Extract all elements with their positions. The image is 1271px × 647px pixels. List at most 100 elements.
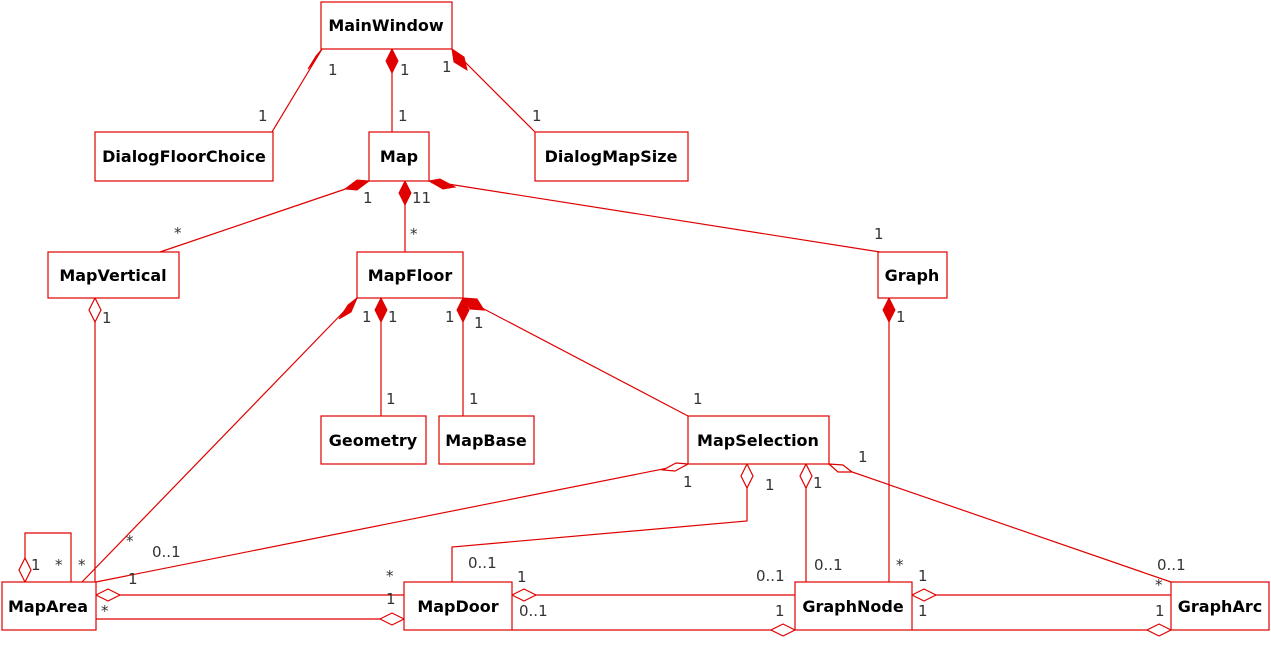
class-name: GraphNode <box>802 597 904 616</box>
multiplicity-label: 0..1 <box>756 567 785 585</box>
composition-diamond-icon <box>462 297 485 311</box>
aggregation-diamond-icon <box>660 462 691 472</box>
class-name: MapSelection <box>697 431 819 450</box>
multiplicity-label: 1 <box>386 390 396 408</box>
multiplicity-label: * <box>126 532 134 550</box>
multiplicity-label: 1 <box>328 61 338 79</box>
multiplicity-label: 1 <box>469 390 479 408</box>
multiplicity-label: 1 <box>102 309 112 327</box>
composition-diamond-icon <box>398 179 412 207</box>
class-name: GraphArc <box>1178 597 1262 616</box>
class-name: MapBase <box>445 431 527 450</box>
multiplicity-label: * <box>1155 576 1163 594</box>
edge-map-mapvertical <box>159 180 370 253</box>
multiplicity-label: 1 <box>31 556 41 574</box>
association-ends <box>18 47 1173 637</box>
class-name: Geometry <box>329 431 418 450</box>
class-name: MainWindow <box>328 16 444 35</box>
multiplicity-label: 1 <box>398 107 408 125</box>
class-name: MapArea <box>8 597 88 616</box>
class-grapharc[interactable]: GraphArc <box>1170 581 1270 631</box>
edge-mapfloor-mapselection <box>462 297 689 417</box>
multiplicity-label: 0..1 <box>468 554 497 572</box>
multiplicity-label: 0..1 <box>519 602 548 620</box>
multiplicity-label: 1 <box>442 58 452 76</box>
aggregation-diamond-icon <box>94 588 122 602</box>
multiplicity-label: 0..1 <box>814 556 843 574</box>
class-mapdoor[interactable]: MapDoor <box>403 581 513 631</box>
class-name: Map <box>380 147 418 166</box>
multiplicity-label: 1 <box>363 189 373 207</box>
multiplicity-label: * <box>101 602 109 620</box>
aggregation-diamond-icon <box>740 462 754 490</box>
composition-diamond-icon <box>882 296 896 324</box>
multiplicity-label: 1 <box>918 602 928 620</box>
multiplicity-label: 1 <box>400 61 410 79</box>
class-mapbase[interactable]: MapBase <box>438 415 535 465</box>
aggregation-diamond-icon <box>1145 623 1173 637</box>
multiplicity-label: 1 <box>128 570 138 588</box>
aggregation-diamond-icon <box>18 556 32 584</box>
aggregation-diamond-icon <box>88 296 102 324</box>
multiplicity-label: 1 <box>896 308 906 326</box>
aggregation-diamond-icon <box>769 623 797 637</box>
multiplicity-label: 0..1 <box>1157 556 1186 574</box>
aggregation-diamond-icon <box>378 612 406 626</box>
aggregation-diamond-icon <box>799 462 813 490</box>
multiplicity-label: 1 <box>362 308 372 326</box>
multiplicity-label: 1 <box>386 590 396 608</box>
multiplicity-label: 1 <box>532 107 542 125</box>
multiplicity-labels: 1 1 1 1 1 1 1 * 11 * 1 1 * 1 * 1 1 1 1 1… <box>31 58 1186 620</box>
composition-diamond-icon <box>427 178 457 190</box>
class-mapvertical[interactable]: MapVertical <box>47 251 180 299</box>
multiplicity-label: 11 <box>412 189 431 207</box>
class-graphnode[interactable]: GraphNode <box>794 581 913 631</box>
composition-diamond-icon <box>374 296 388 324</box>
class-geometry[interactable]: Geometry <box>320 415 427 465</box>
composition-diamond-icon <box>343 179 371 191</box>
class-mainwindow[interactable]: MainWindow <box>320 1 453 50</box>
edge-mapselection-mapdoor <box>451 464 748 582</box>
aggregation-diamond-icon <box>510 588 538 602</box>
multiplicity-label: 1 <box>388 308 398 326</box>
class-mapselection[interactable]: MapSelection <box>687 415 830 465</box>
multiplicity-label: 1 <box>517 568 527 586</box>
multiplicity-label: 1 <box>693 390 703 408</box>
multiplicity-label: 1 <box>775 602 785 620</box>
composition-diamond-icon <box>385 47 399 75</box>
multiplicity-label: 1 <box>474 314 484 332</box>
class-dialogfloorchoice[interactable]: DialogFloorChoice <box>94 131 274 182</box>
edge-mapselection-grapharc <box>828 463 1172 583</box>
edge-map-graph <box>428 180 881 253</box>
class-name: MapVertical <box>59 266 166 285</box>
multiplicity-label: 1 <box>813 474 823 492</box>
multiplicity-label: 1 <box>874 225 884 243</box>
multiplicity-label: 1 <box>765 476 775 494</box>
multiplicity-label: 1 <box>258 107 268 125</box>
multiplicity-label: 1 <box>918 567 928 585</box>
class-graph[interactable]: Graph <box>877 251 948 299</box>
multiplicity-label: * <box>55 556 63 574</box>
multiplicity-label: * <box>78 556 86 574</box>
class-mapfloor[interactable]: MapFloor <box>356 251 464 299</box>
associations <box>24 48 1172 631</box>
class-dialogmapsize[interactable]: DialogMapSize <box>534 131 689 182</box>
class-name: DialogMapSize <box>545 147 678 166</box>
multiplicity-label: 1 <box>445 308 455 326</box>
composition-diamond-icon <box>451 47 468 72</box>
composition-diamond-icon <box>456 296 470 324</box>
multiplicity-label: * <box>896 556 904 574</box>
multiplicity-label: 0..1 <box>152 543 181 561</box>
multiplicity-label: * <box>410 225 418 243</box>
class-map[interactable]: Map <box>368 131 430 182</box>
composition-diamond-icon <box>338 297 358 320</box>
class-boxes: MainWindow DialogFloorChoice Map DialogM… <box>1 1 1270 631</box>
multiplicity-label: * <box>386 567 394 585</box>
class-name: Graph <box>885 266 940 285</box>
class-name: MapFloor <box>368 266 453 285</box>
class-maparea[interactable]: MapArea <box>1 581 97 631</box>
aggregation-diamond-icon <box>910 588 938 602</box>
composition-diamond-icon <box>307 48 323 70</box>
multiplicity-label: * <box>174 224 182 242</box>
edge-mapselection-maparea <box>95 463 689 583</box>
